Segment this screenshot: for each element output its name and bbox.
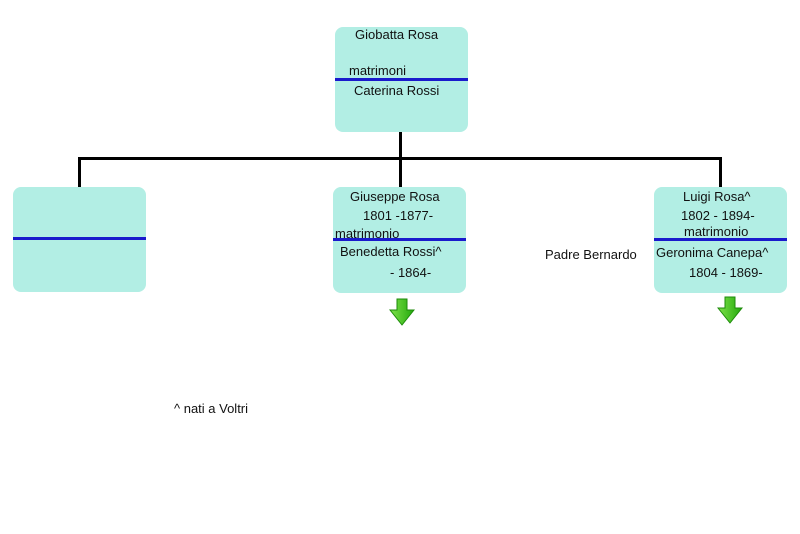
child-name: Giuseppe Rosa — [350, 189, 440, 204]
marriage-divider — [654, 238, 787, 241]
marriage-divider — [333, 238, 466, 241]
root-connector — [399, 132, 402, 160]
child-connector-2 — [399, 157, 402, 187]
padre-note: Padre Bernardo — [545, 247, 637, 262]
child-spouse-dates: 1804 - 1869- — [689, 265, 763, 280]
child-dates: 1802 - 1894- — [681, 208, 755, 223]
child-box-giuseppe[interactable]: Giuseppe Rosa 1801 -1877- matrimonio Ben… — [333, 187, 466, 293]
marriage-divider — [335, 78, 468, 81]
child-box-luigi[interactable]: Luigi Rosa^ 1802 - 1894- matrimonio Gero… — [654, 187, 787, 293]
child-spouse-dates: - 1864- — [390, 265, 432, 280]
child-marriage-label: matrimonio — [684, 224, 749, 239]
down-arrow-icon[interactable] — [389, 298, 415, 326]
root-marriage-label: matrimoni — [349, 63, 407, 78]
child-connector-1 — [78, 157, 81, 187]
child-dates: 1801 -1877- — [363, 208, 434, 223]
marriage-divider — [13, 237, 146, 240]
child-name: Luigi Rosa^ — [683, 189, 751, 204]
root-person-box[interactable]: Giobatta Rosa matrimoni Caterina Rossi — [335, 27, 468, 132]
child-marriage-label: matrimonio — [335, 226, 400, 241]
root-spouse: Caterina Rossi — [354, 83, 440, 98]
child-box-empty[interactable] — [13, 187, 146, 292]
root-name: Giobatta Rosa — [355, 27, 439, 42]
down-arrow-icon[interactable] — [717, 296, 743, 324]
child-spouse: Benedetta Rossi^ — [340, 244, 442, 259]
footnote: ^ nati a Voltri — [174, 401, 249, 416]
child-connector-3 — [719, 157, 722, 187]
child-spouse: Geronima Canepa^ — [656, 245, 769, 260]
